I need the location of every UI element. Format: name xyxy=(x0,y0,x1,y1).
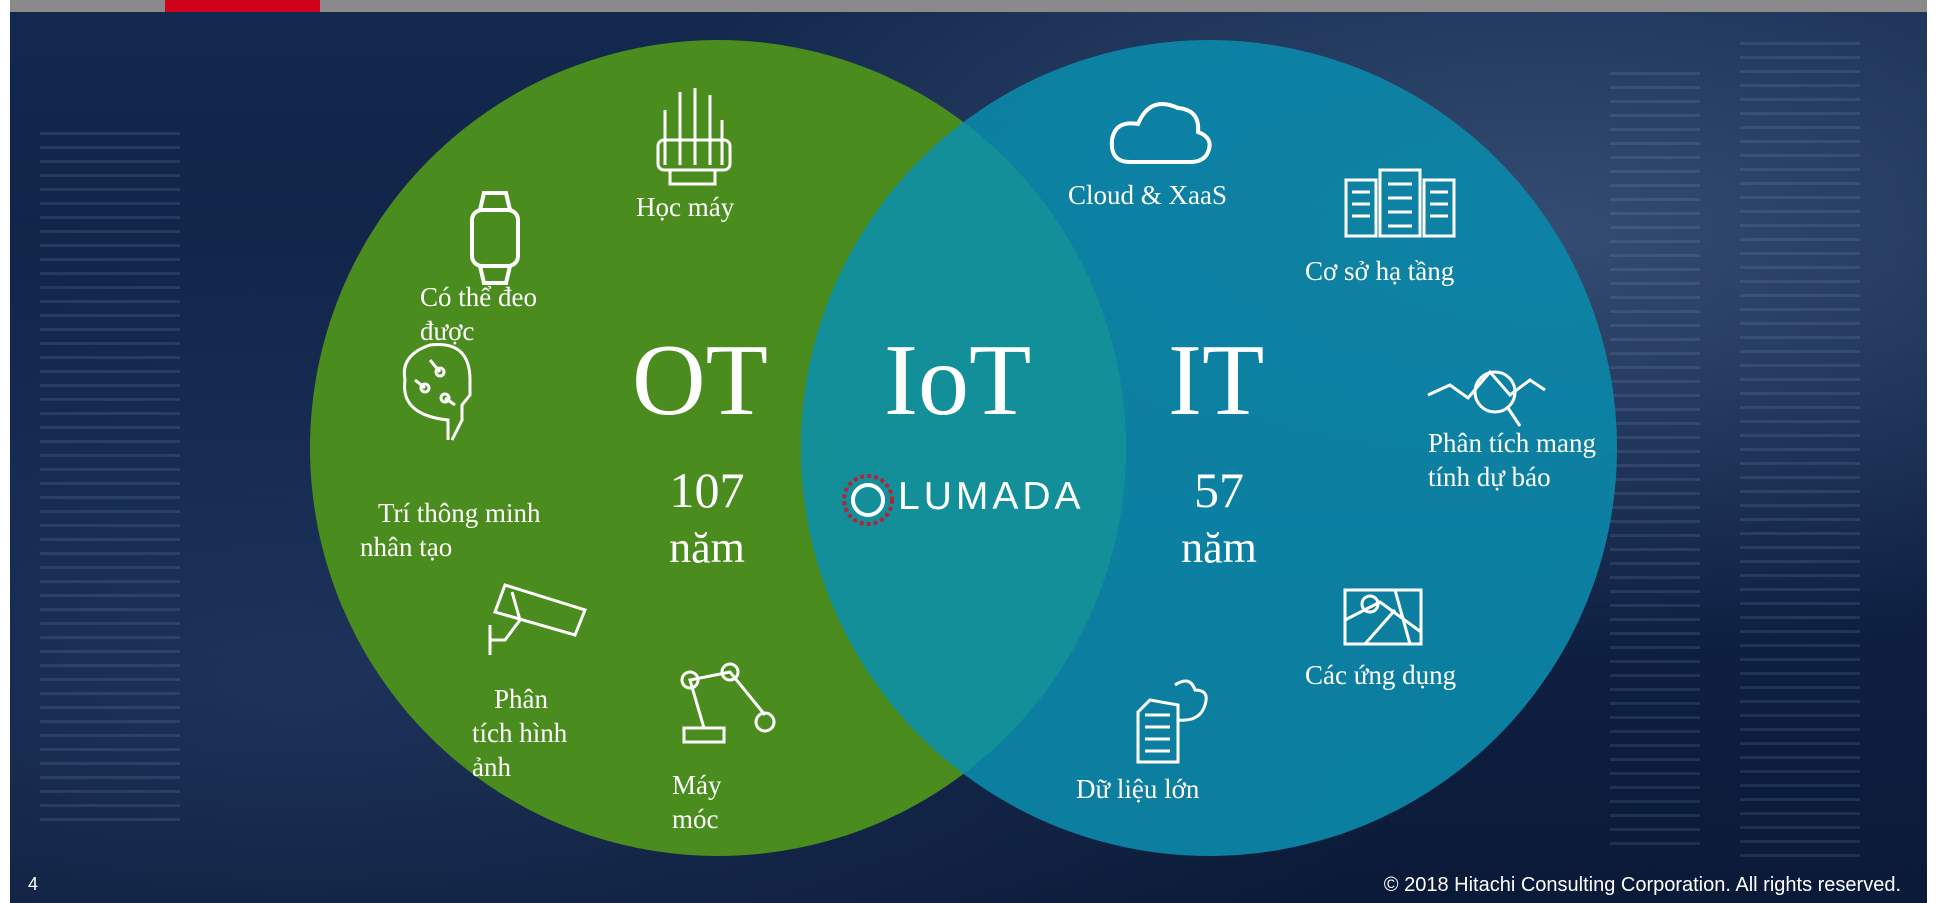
map-icon xyxy=(1343,588,1423,646)
security-camera-icon xyxy=(488,583,587,655)
copyright-notice: © 2018 Hitachi Consulting Corporation. A… xyxy=(1383,874,1901,896)
item-label-machine-learning: Học máy xyxy=(636,192,735,222)
iot-intersection xyxy=(801,40,1126,856)
server-racks-icon xyxy=(1344,168,1456,238)
item-label-artificial-intelligence: Trí thông minh nhân tạo xyxy=(360,498,541,562)
lumada-logo-icon xyxy=(842,474,894,526)
server-rack-decoration xyxy=(40,132,180,832)
ot-years-unit: năm xyxy=(669,523,745,572)
item-label-machinery: Máy móc xyxy=(672,770,722,834)
analytics-magnifier-icon xyxy=(1427,369,1546,427)
it-years-value: 57 xyxy=(1194,462,1244,518)
ai-head-icon xyxy=(402,342,472,441)
big-data-building-icon xyxy=(1136,679,1208,764)
item-label-predictive-analytics: Phân tích mang tính dự báo xyxy=(1428,428,1596,492)
robot-hand-icon xyxy=(656,88,732,186)
ot-years-value: 107 xyxy=(669,462,745,518)
item-label-applications: Các ứng dụng xyxy=(1305,660,1457,690)
robot-arm-icon xyxy=(680,662,776,744)
item-label-wearables: Có thể đeo được xyxy=(420,282,537,346)
iot-title: IoT xyxy=(884,324,1032,437)
item-label-big-data: Dữ liệu lớn xyxy=(1076,774,1200,804)
smartwatch-icon xyxy=(470,191,520,285)
ot-title: OT xyxy=(632,324,768,437)
it-title: IT xyxy=(1168,324,1265,437)
item-label-infrastructure: Cơ sở hạ tầng xyxy=(1305,256,1455,286)
server-rack-decoration xyxy=(1740,42,1860,862)
it-years-unit: năm xyxy=(1181,523,1257,572)
item-label-cloud-xaas: Cloud & XaaS xyxy=(1068,180,1227,210)
cloud-icon xyxy=(1109,102,1212,164)
lumada-logo-text: LUMADA xyxy=(898,475,1085,518)
top-accent-red-segment xyxy=(165,0,320,12)
item-label-image-analysis: Phân tích hình ảnh xyxy=(472,684,568,782)
server-rack-decoration xyxy=(1610,72,1700,852)
page-number: 4 xyxy=(28,874,39,894)
top-accent-bar xyxy=(10,0,1927,12)
